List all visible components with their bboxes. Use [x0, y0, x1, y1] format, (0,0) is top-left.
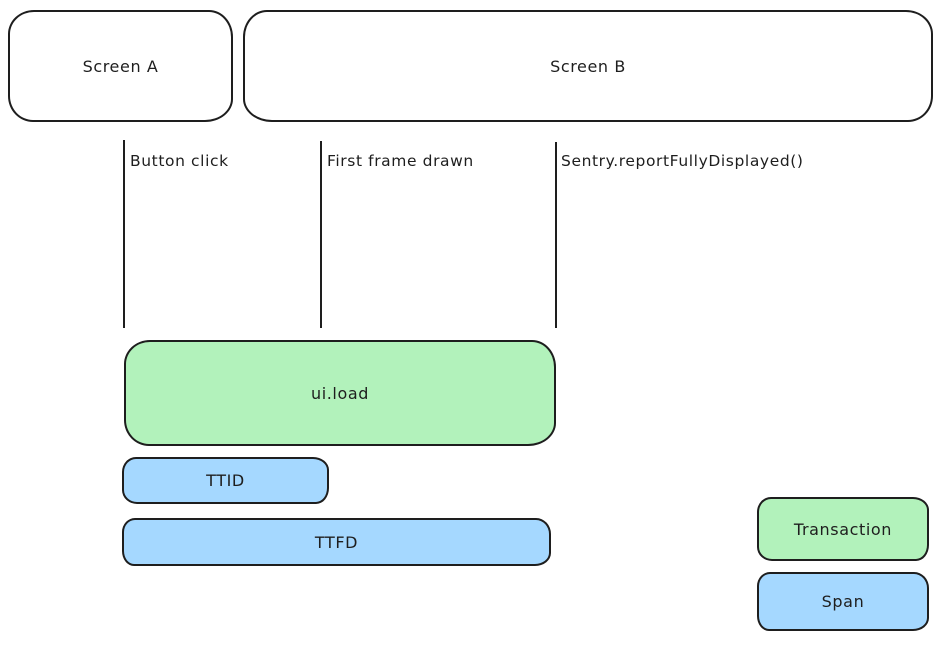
screen-b-box[interactable]: Screen B	[243, 10, 933, 122]
legend-span-swatch[interactable]: Span	[757, 572, 929, 631]
bar-ttfd-label: TTFD	[314, 532, 359, 552]
screen-a-box[interactable]: Screen A	[8, 10, 233, 122]
legend-transaction-label: Transaction	[793, 519, 893, 539]
screen-b-label: Screen B	[550, 56, 626, 76]
bar-ui-load-label: ui.load	[310, 383, 370, 403]
screen-a-label: Screen A	[82, 56, 159, 76]
bar-ui-load[interactable]: ui.load	[124, 340, 556, 446]
marker-label-first-frame: First frame drawn	[327, 152, 474, 170]
legend-span-label: Span	[821, 592, 865, 611]
marker-label-button-click: Button click	[130, 152, 229, 170]
marker-line-first-frame	[320, 141, 322, 328]
bar-ttid[interactable]: TTID	[122, 457, 329, 504]
marker-label-fully-displayed: Sentry.reportFullyDisplayed()	[561, 152, 804, 170]
marker-line-fully-displayed	[555, 142, 557, 328]
bar-ttfd[interactable]: TTFD	[122, 518, 551, 566]
marker-line-button-click	[123, 140, 125, 328]
bar-ttid-label: TTID	[206, 471, 245, 490]
legend-transaction-swatch[interactable]: Transaction	[757, 497, 929, 561]
